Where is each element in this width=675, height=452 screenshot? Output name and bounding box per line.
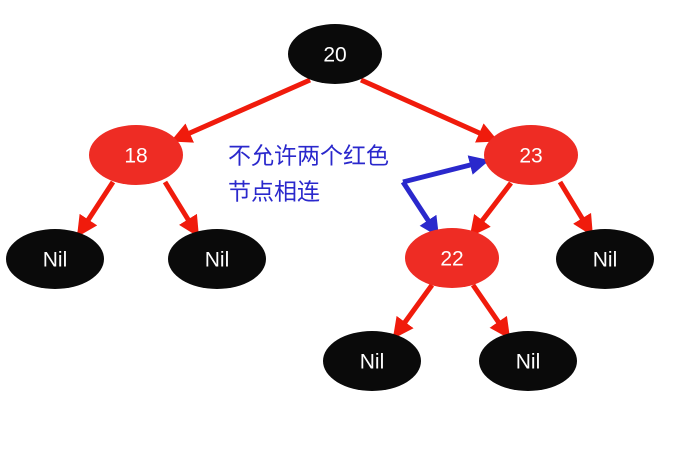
- annotation-note: 不允许两个红色 节点相连: [228, 144, 389, 206]
- node-ellipse-nil-3[interactable]: [556, 229, 654, 289]
- tree-node-20[interactable]: 20: [288, 24, 382, 84]
- edge-22-to-nil-left: [392, 283, 435, 340]
- edge-18-to-nil-left: [76, 180, 116, 238]
- edge-20-to-23: [359, 77, 499, 143]
- tree-node-nil-5[interactable]: Nil: [479, 331, 577, 391]
- annotation-pointer-to-node-22-arrow: [400, 180, 440, 238]
- edge-18-to-nil-right: [162, 180, 200, 238]
- annotation-line-2: 节点相连: [228, 180, 320, 206]
- tree-node-nil-3[interactable]: Nil: [556, 229, 654, 289]
- node-ellipse-nil-4[interactable]: [323, 331, 421, 391]
- node-ellipse-nil-1[interactable]: [6, 229, 104, 289]
- tree-node-nil-4[interactable]: Nil: [323, 331, 421, 391]
- annotation-pointer-to-node-23-arrow: [402, 155, 490, 185]
- annotation-pointer-layer: [400, 155, 490, 238]
- node-ellipse-23[interactable]: [484, 125, 578, 185]
- tree-node-nil-1[interactable]: Nil: [6, 229, 104, 289]
- edge-layer: [76, 77, 594, 340]
- tree-node-23[interactable]: 23: [484, 125, 578, 185]
- edge-22-to-nil-right: [470, 283, 511, 340]
- tree-node-nil-2[interactable]: Nil: [168, 229, 266, 289]
- edge-20-to-18: [170, 77, 312, 143]
- edge-23-to-nil-right: [557, 180, 594, 237]
- node-ellipse-nil-2[interactable]: [168, 229, 266, 289]
- edge-23-to-22: [469, 181, 513, 238]
- annotation-line-1: 不允许两个红色: [228, 144, 389, 170]
- node-ellipse-nil-5[interactable]: [479, 331, 577, 391]
- node-ellipse-18[interactable]: [89, 125, 183, 185]
- node-ellipse-22[interactable]: [405, 228, 499, 288]
- tree-node-22[interactable]: 22: [405, 228, 499, 288]
- node-ellipse-20[interactable]: [288, 24, 382, 84]
- tree-node-18[interactable]: 18: [89, 125, 183, 185]
